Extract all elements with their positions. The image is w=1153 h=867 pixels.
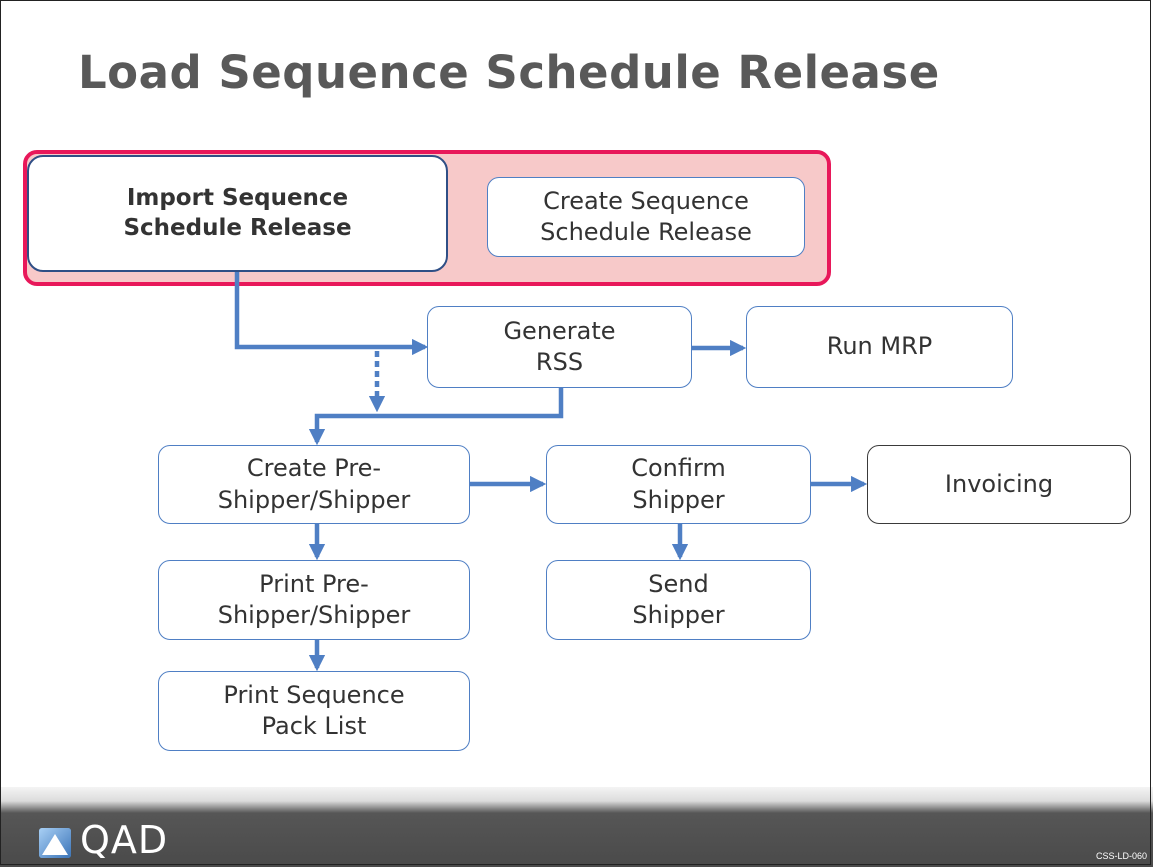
print-pre-shipper-box[interactable]: Print Pre- Shipper/Shipper [158,560,470,640]
print-sequence-pack-list-box[interactable]: Print Sequence Pack List [158,671,470,751]
confirm-shipper-box[interactable]: Confirm Shipper [546,445,811,524]
footer-bar [0,787,1153,867]
send-shipper-box[interactable]: Send Shipper [546,560,811,640]
create-sequence-schedule-release-box[interactable]: Create Sequence Schedule Release [487,177,805,257]
generate-rss-box[interactable]: Generate RSS [427,306,692,388]
import-sequence-schedule-release-box[interactable]: Import Sequence Schedule Release [27,155,448,272]
qad-logo-icon [39,828,71,858]
arrow-generate-to-create-pre-shipper [308,388,564,446]
invoicing-box[interactable]: Invoicing [867,445,1131,524]
run-mrp-box[interactable]: Run MRP [746,306,1013,388]
qad-logo-text: QAD [80,818,169,862]
create-pre-shipper-box[interactable]: Create Pre- Shipper/Shipper [158,445,470,524]
slide-code: CSS-LD-060 [1095,851,1147,861]
slide-title: Load Sequence Schedule Release [78,46,940,99]
